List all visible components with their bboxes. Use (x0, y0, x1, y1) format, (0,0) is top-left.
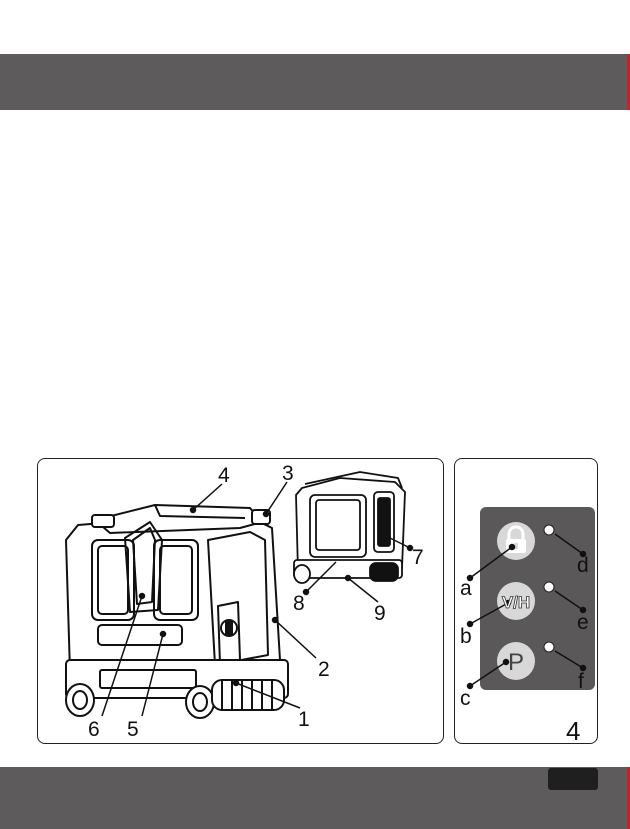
callout-3: 3 (282, 462, 294, 485)
callout-2: 2 (318, 658, 330, 681)
callout-c: c (460, 687, 471, 710)
callout-f: f (578, 670, 584, 693)
laser-level-rear (294, 472, 405, 583)
callout-a: a (460, 577, 472, 600)
callout-e: e (577, 611, 589, 634)
vh-button-label: V/H (502, 593, 530, 612)
callout-7: 7 (412, 546, 424, 569)
callout-9: 9 (374, 602, 386, 625)
callout-b: b (460, 625, 472, 648)
callout-d: d (577, 554, 589, 577)
callout-6: 6 (88, 718, 100, 741)
p-button-label: P (508, 649, 524, 676)
callout-8: 8 (293, 592, 305, 615)
callout-4: 4 (218, 464, 230, 487)
footer-bar (0, 767, 630, 829)
callout-1: 1 (298, 708, 310, 731)
laser-level-front (66, 505, 288, 718)
page-number-badge (548, 768, 598, 790)
callout-5: 5 (127, 718, 139, 741)
control-panel-face (480, 507, 595, 690)
panel-figure-number: 4 (566, 716, 580, 746)
